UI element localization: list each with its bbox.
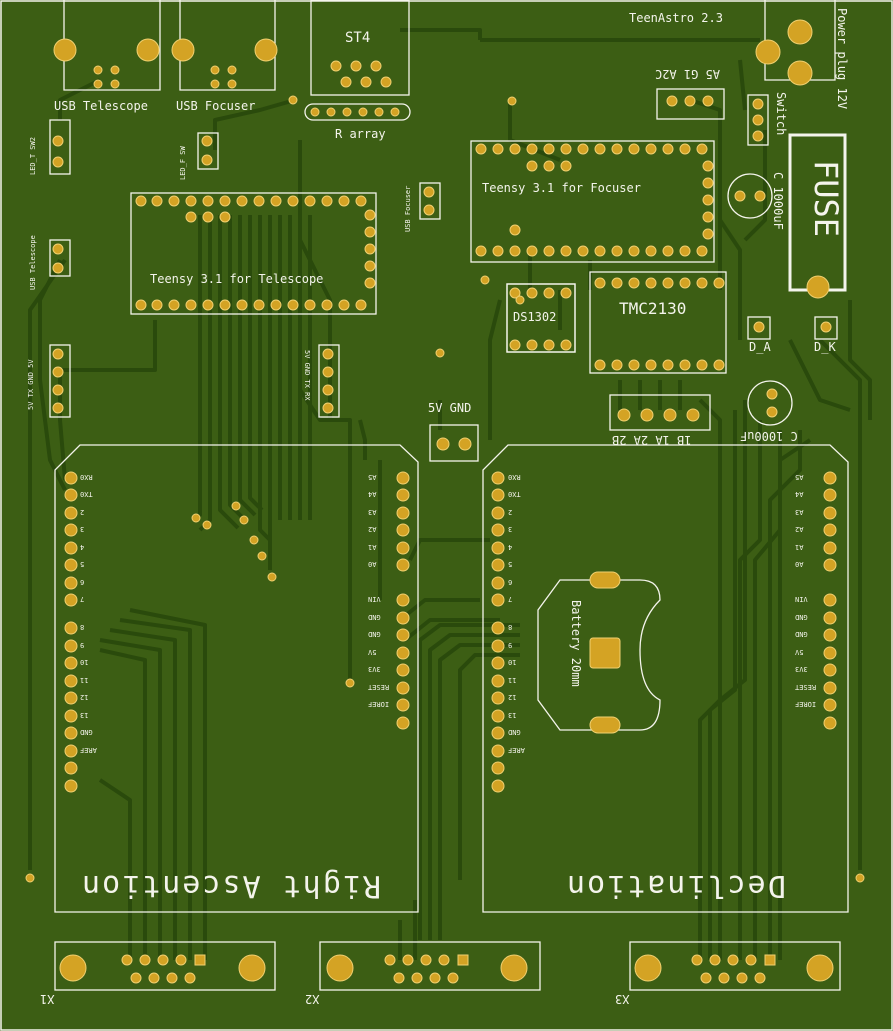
pin-label: 8 bbox=[508, 623, 513, 631]
pin-label: AREF bbox=[508, 746, 525, 754]
serial-right-label: 5V GND TX RX bbox=[303, 350, 311, 401]
pin-label: 13 bbox=[80, 711, 89, 719]
pin-label: GND bbox=[795, 630, 808, 638]
motor-pins-label: 1B 1A 2A 2B bbox=[612, 433, 692, 447]
pin-label: 3V3 bbox=[368, 665, 381, 673]
pin-label: A0 bbox=[795, 560, 804, 568]
pin-label: A5 bbox=[795, 473, 804, 481]
usb-focuser-label: USB Focuser bbox=[176, 99, 256, 113]
power-plug-label: Power plug 12V bbox=[835, 8, 849, 110]
teensy-focuser-label: Teensy 3.1 for Focuser bbox=[482, 181, 641, 195]
pin-label: 8 bbox=[80, 623, 85, 631]
usb-focuser-side-label: USB Focuser bbox=[404, 185, 412, 232]
battery-label: Battery 20mm bbox=[569, 600, 583, 687]
pin-label: A3 bbox=[795, 508, 804, 516]
tmc2130-label: TMC2130 bbox=[619, 299, 687, 318]
pin-label: 6 bbox=[508, 578, 513, 586]
pin-label: 3 bbox=[508, 525, 513, 533]
pin-label: 9 bbox=[80, 641, 85, 649]
d-a-label: D_A bbox=[749, 340, 771, 354]
board-title: TeenAstro 2.3 bbox=[629, 11, 723, 25]
fuse-label: FUSE bbox=[807, 160, 845, 238]
pin-label: GND bbox=[368, 630, 381, 638]
pin-label: A1 bbox=[368, 543, 377, 551]
declination-label: Declination bbox=[565, 868, 786, 903]
pin-label: GND bbox=[795, 613, 808, 621]
d-k-label: D_K bbox=[814, 340, 836, 354]
x2-label: X2 bbox=[305, 992, 320, 1006]
pin-label: A0 bbox=[368, 560, 377, 568]
pin-label: IOREF bbox=[795, 700, 817, 708]
pin-label: A2 bbox=[368, 525, 377, 533]
pin-label: TX0 bbox=[80, 490, 93, 498]
pin-label: 3 bbox=[80, 525, 85, 533]
focuser-pins-label: A5 G1 A2C bbox=[655, 67, 721, 81]
pin-label: 5 bbox=[80, 560, 85, 568]
pin-label: A5 bbox=[368, 473, 377, 481]
teensy-telescope-label: Teensy 3.1 for Telescope bbox=[150, 272, 324, 286]
pin-label: 9 bbox=[508, 641, 513, 649]
switch-label: Switch bbox=[774, 92, 788, 136]
pin-label: 2 bbox=[80, 508, 85, 516]
pin-label: A4 bbox=[368, 490, 377, 498]
pin-label: 5V bbox=[795, 648, 804, 656]
five-v-gnd-label: 5V GND bbox=[428, 401, 472, 415]
pin-label: 6 bbox=[80, 578, 85, 586]
serial-left-label: 5V TX GND 5V bbox=[27, 359, 35, 410]
st4-label: ST4 bbox=[345, 30, 371, 46]
pin-label: 5V bbox=[368, 648, 377, 656]
pin-label: 5 bbox=[508, 560, 513, 568]
pin-label: 11 bbox=[80, 676, 89, 684]
pin-label: RESET bbox=[368, 683, 390, 691]
pin-label: 12 bbox=[508, 693, 517, 701]
pin-label: 4 bbox=[508, 543, 513, 551]
pin-label: GND bbox=[80, 728, 93, 736]
pin-label: 7 bbox=[508, 595, 513, 603]
r-array-label: R array bbox=[335, 127, 386, 141]
pin-label: 10 bbox=[508, 658, 517, 666]
usb-telescope-side-label: USB Telescope bbox=[29, 235, 37, 290]
right-ascension-label: Right Ascention bbox=[80, 868, 381, 903]
pin-label: A1 bbox=[795, 543, 804, 551]
pin-label: TX0 bbox=[508, 490, 521, 498]
pin-label: 12 bbox=[80, 693, 89, 701]
pin-label: RESET bbox=[795, 683, 817, 691]
pin-label: 3V3 bbox=[795, 665, 808, 673]
led-t-sw-label: LED_T SW2 bbox=[29, 137, 37, 175]
x1-label: X1 bbox=[40, 992, 55, 1006]
pin-label: AREF bbox=[80, 746, 97, 754]
pin-label: IOREF bbox=[368, 700, 390, 708]
usb-telescope-label: USB Telescope bbox=[54, 99, 148, 113]
x3-label: X3 bbox=[615, 992, 630, 1006]
pin-label: RX0 bbox=[80, 473, 93, 481]
ds1302-label: DS1302 bbox=[513, 310, 557, 324]
pin-label: VIN bbox=[795, 595, 808, 603]
cap-top-label: C 1000uF bbox=[771, 172, 785, 230]
pin-label: 2 bbox=[508, 508, 513, 516]
pin-label: GND bbox=[508, 728, 521, 736]
pin-label: 7 bbox=[80, 595, 85, 603]
led-f-sw-label: LED_F SW bbox=[179, 146, 187, 180]
pin-label: A4 bbox=[795, 490, 804, 498]
pin-label: GND bbox=[368, 613, 381, 621]
cap-bottom-label: C 1000uF bbox=[740, 429, 798, 443]
pin-label: 11 bbox=[508, 676, 517, 684]
pin-label: A3 bbox=[368, 508, 377, 516]
pin-label: 4 bbox=[80, 543, 85, 551]
pin-label: RX0 bbox=[508, 473, 521, 481]
pin-label: A2 bbox=[795, 525, 804, 533]
pin-label: 13 bbox=[508, 711, 517, 719]
pin-label: 10 bbox=[80, 658, 89, 666]
pin-label: VIN bbox=[368, 595, 381, 603]
